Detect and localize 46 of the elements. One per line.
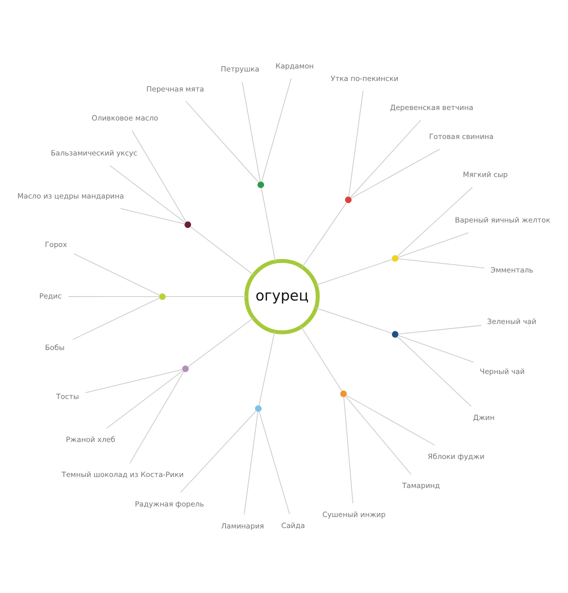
connector — [74, 253, 160, 296]
node-circle — [182, 365, 189, 372]
connector — [345, 396, 412, 475]
connector — [343, 396, 354, 504]
connector — [316, 259, 393, 286]
connector — [398, 334, 474, 363]
connector — [350, 120, 422, 198]
connector — [348, 90, 364, 198]
connector — [186, 100, 260, 183]
connector — [242, 81, 261, 182]
connector — [260, 187, 276, 262]
connector — [300, 326, 342, 392]
node-circle — [159, 293, 166, 300]
connector — [165, 296, 247, 298]
connector — [398, 232, 469, 258]
node-circle: огурец — [244, 258, 320, 334]
connector — [120, 208, 186, 224]
connector — [398, 325, 482, 334]
connector — [180, 410, 257, 493]
connector — [396, 336, 472, 407]
node-circle — [340, 390, 347, 398]
connector — [132, 130, 187, 222]
connector — [72, 298, 160, 340]
node-circle — [258, 182, 264, 188]
connector — [346, 394, 436, 446]
connector — [350, 148, 440, 199]
connector — [109, 165, 186, 224]
connector — [258, 411, 290, 515]
connector — [398, 258, 486, 268]
connector — [187, 318, 254, 368]
connector — [244, 411, 258, 515]
node-circle — [392, 331, 398, 338]
connector — [68, 296, 160, 298]
node-circle — [255, 405, 262, 412]
node-circle — [184, 221, 192, 228]
connector — [316, 308, 393, 334]
connector — [190, 226, 254, 276]
connector — [129, 371, 184, 464]
connector — [396, 186, 473, 257]
connector — [85, 369, 183, 394]
connector — [261, 78, 292, 182]
node-circle — [345, 196, 352, 204]
connector — [258, 331, 275, 406]
connector — [106, 370, 184, 429]
node-circle — [392, 255, 398, 262]
connector — [302, 202, 347, 268]
